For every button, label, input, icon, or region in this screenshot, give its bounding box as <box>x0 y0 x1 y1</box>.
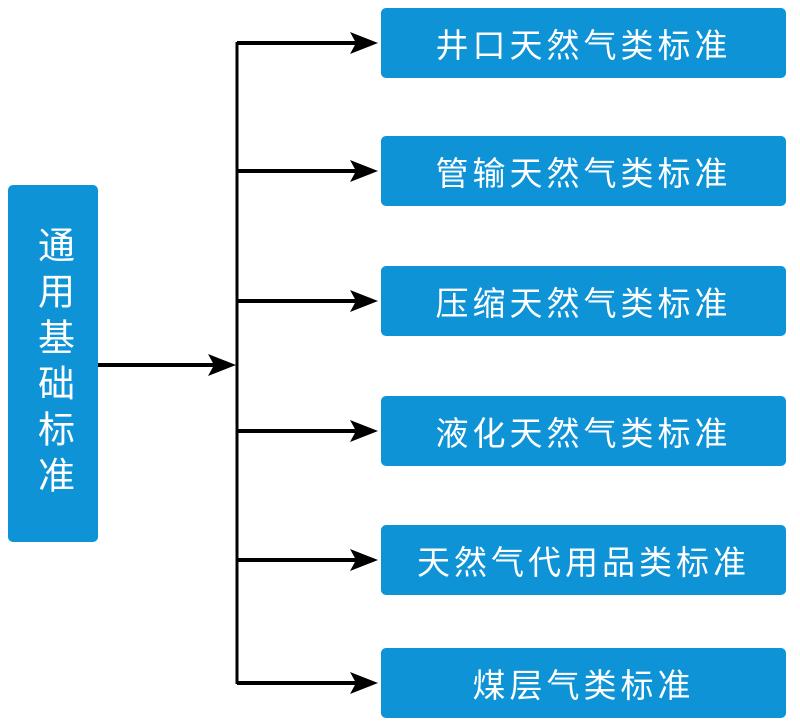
node-label: 天然气代用品类标准 <box>417 544 750 581</box>
root-arrow <box>98 354 236 376</box>
node-general-basic-standards: 通用基础标准 <box>8 185 98 542</box>
node-coalbed-methane-standards: 煤层气类标准 <box>381 648 786 718</box>
node-label: 井口天然气类标准 <box>435 27 732 64</box>
node-compressed-natural-gas-standards: 压缩天然气类标准 <box>381 266 786 336</box>
branch-arrow-4 <box>237 420 378 442</box>
node-label: 通用基础标准 <box>32 225 74 502</box>
branch-arrow-5 <box>237 549 378 571</box>
node-wellhead-natural-gas-standards: 井口天然气类标准 <box>381 8 786 78</box>
node-pipeline-natural-gas-standards: 管输天然气类标准 <box>381 136 786 206</box>
branch-arrow-2 <box>237 160 378 182</box>
node-label: 压缩天然气类标准 <box>435 285 732 322</box>
node-liquefied-natural-gas-standards: 液化天然气类标准 <box>381 396 786 466</box>
node-natural-gas-substitutes-standards: 天然气代用品类标准 <box>381 525 786 595</box>
branch-arrow-1 <box>237 32 378 54</box>
node-label: 液化天然气类标准 <box>435 415 732 452</box>
node-label: 管输天然气类标准 <box>435 155 732 192</box>
node-label: 煤层气类标准 <box>472 667 695 704</box>
branch-arrow-3 <box>237 290 378 312</box>
branch-arrow-6 <box>237 672 378 694</box>
